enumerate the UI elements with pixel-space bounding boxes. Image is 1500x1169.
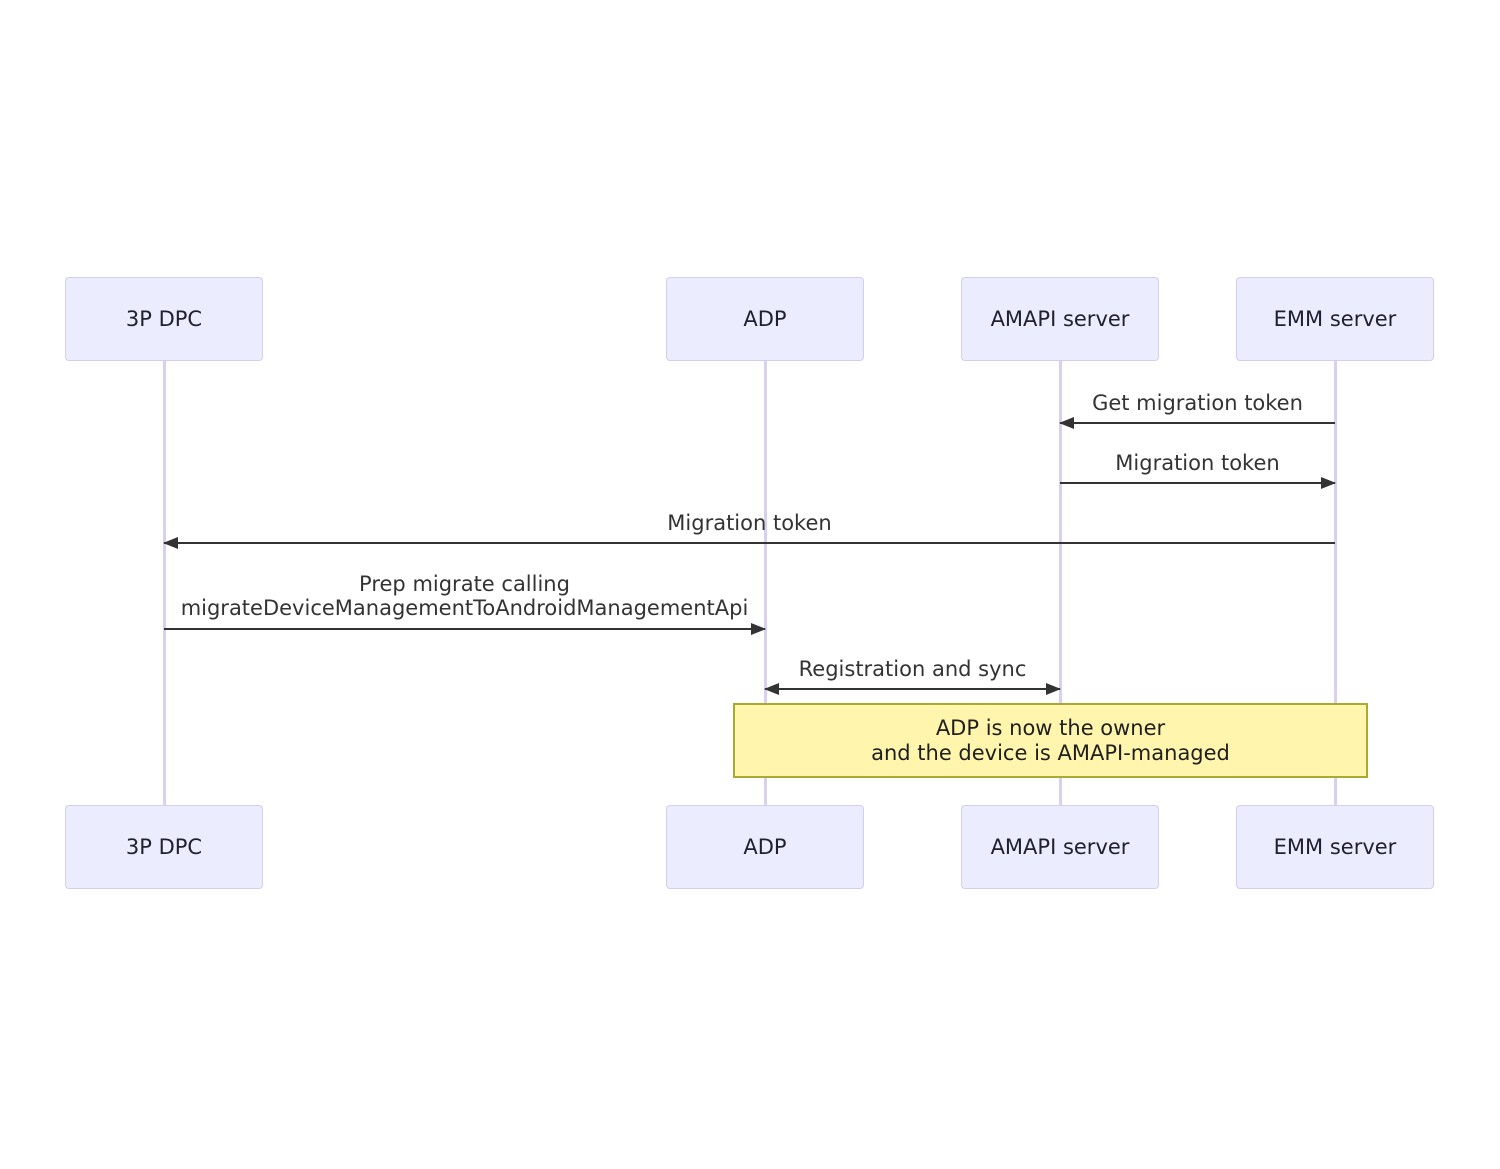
message-arrow-migration-token-to-emm bbox=[1060, 477, 1336, 489]
actor-label: ADP bbox=[743, 307, 787, 331]
lifeline-3p-dpc bbox=[163, 361, 166, 805]
message-label-migration-token-to-emm: Migration token bbox=[1115, 451, 1280, 475]
actor-label: AMAPI server bbox=[990, 835, 1130, 859]
actor-emm-server-bottom: EMM server bbox=[1236, 805, 1434, 889]
message-arrow-registration-and-sync bbox=[764, 683, 1061, 695]
message-label-migration-token-to-dpc: Migration token bbox=[667, 511, 832, 535]
actor-adp-bottom: ADP bbox=[666, 805, 864, 889]
lifeline-amapi-server bbox=[1059, 361, 1062, 805]
message-label-line2: migrateDeviceManagementToAndroidManageme… bbox=[180, 596, 749, 620]
lifeline-adp bbox=[764, 361, 767, 805]
actor-label: 3P DPC bbox=[125, 835, 203, 859]
actor-label: EMM server bbox=[1273, 307, 1397, 331]
note-line1: ADP is now the owner bbox=[935, 715, 1166, 740]
message-label-line1: Prep migrate calling bbox=[359, 572, 570, 596]
message-label-get-migration-token: Get migration token bbox=[1092, 391, 1303, 415]
actor-label: EMM server bbox=[1273, 835, 1397, 859]
note-line2: and the device is AMAPI-managed bbox=[871, 740, 1230, 765]
message-arrow-migration-token-to-dpc bbox=[163, 537, 1335, 549]
note-adp-owner: ADP is now the owner and the device is A… bbox=[733, 703, 1368, 778]
actor-amapi-server-bottom: AMAPI server bbox=[961, 805, 1159, 889]
message-label-registration-and-sync: Registration and sync bbox=[798, 657, 1027, 681]
actor-label: ADP bbox=[743, 835, 787, 859]
message-arrow-prep-migrate bbox=[164, 623, 766, 635]
actor-adp-top: ADP bbox=[666, 277, 864, 361]
actor-3p-dpc-top: 3P DPC bbox=[65, 277, 263, 361]
message-label-prep-migrate: Prep migrate calling migrateDeviceManage… bbox=[164, 572, 765, 620]
actor-emm-server-top: EMM server bbox=[1236, 277, 1434, 361]
actor-label: 3P DPC bbox=[125, 307, 203, 331]
actor-amapi-server-top: AMAPI server bbox=[961, 277, 1159, 361]
actor-3p-dpc-bottom: 3P DPC bbox=[65, 805, 263, 889]
actor-label: AMAPI server bbox=[990, 307, 1130, 331]
message-arrow-get-migration-token bbox=[1059, 417, 1335, 429]
lifeline-emm-server bbox=[1334, 361, 1337, 805]
